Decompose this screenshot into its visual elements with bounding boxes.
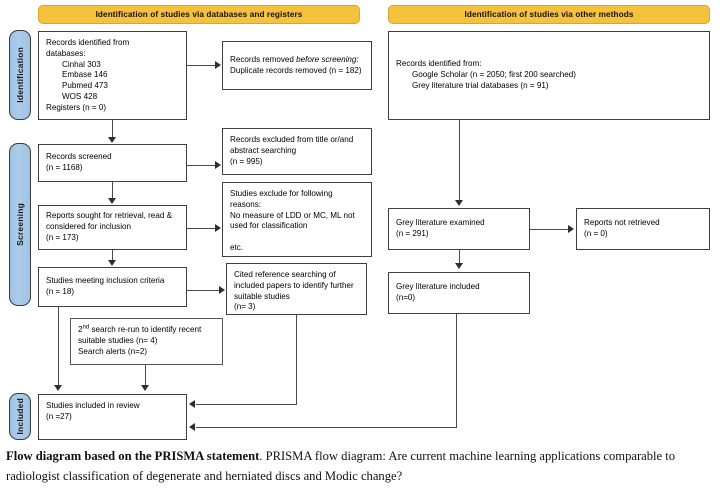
section-header-databases-registers: Identification of studies via databases … — [38, 5, 360, 24]
records-identified-registers: Registers (n = 0) — [46, 102, 107, 112]
caption-rest: . PRISMA flow diagram: Are current machi… — [6, 449, 676, 484]
records-screened-label: Records screened — [46, 152, 112, 162]
arrowhead-sought-to-meeting — [108, 260, 116, 266]
arrowhead-other-to-grey-examined — [455, 200, 463, 206]
box-records-excluded: Records excluded from title or/and abstr… — [222, 128, 372, 175]
reports-sought-text: Reports sought for retrieval, read & con… — [46, 211, 172, 232]
reports-not-retrieved-count: (n = 0) — [584, 229, 608, 238]
second-search-sup-mark: nd — [82, 324, 90, 331]
records-removed-pre: Records removed — [230, 54, 297, 64]
studies-excluded-line2: No measure of LDD or MC, ML not used for… — [230, 210, 355, 231]
arrowhead-second-search-to-included — [141, 385, 149, 391]
box-records-removed: Records removed before screening: Duplic… — [222, 41, 372, 90]
connector-cited-vertical — [296, 315, 298, 405]
records-identified-line1: Records identified from — [46, 38, 130, 47]
arrowhead-meeting-to-cited — [219, 286, 225, 294]
source-pubmed: Pubmed 473 — [62, 81, 108, 90]
records-removed-italic: before screening — [296, 54, 357, 64]
box-studies-included-in-review: Studies included in review(n =27) — [38, 394, 187, 440]
studies-meeting-label: Studies meeting inclusion criteria — [46, 276, 165, 286]
section-header-other-methods: Identification of studies via other meth… — [388, 5, 710, 24]
arrowhead-screened-to-sought — [108, 198, 116, 204]
studies-meeting-count: (n = 18) — [46, 287, 75, 296]
arrowhead-sought-to-studies-excluded — [215, 224, 221, 232]
records-excluded-text: Records excluded from title or/and abstr… — [230, 135, 354, 155]
box-studies-excluded: Studies exclude for following reasons:No… — [222, 182, 372, 257]
arrowhead-grey-included-to-studies-included — [189, 423, 195, 431]
connector-grey-examined-to-included — [459, 250, 461, 264]
caption-bold-lead: Flow diagram based on the PRISMA stateme… — [6, 449, 260, 463]
connector-meeting-to-cited — [187, 290, 220, 292]
box-reports-not-retrieved: Reports not retrieved(n = 0) — [576, 208, 710, 250]
connector-second-search-to-included — [145, 365, 147, 386]
reports-sought-count: (n = 173) — [46, 232, 79, 242]
arrowhead-screened-to-excluded — [215, 161, 221, 169]
box-records-identified-other: Records identified from:Google Scholar (… — [388, 31, 710, 120]
box-second-search: 2nd search re-run to identify recent sui… — [70, 318, 223, 365]
arrowhead-cited-to-included — [189, 400, 195, 408]
cited-reference-count: (n= 3) — [234, 302, 256, 312]
stage-label-included: Included — [15, 398, 25, 435]
grey-included-count: (n=0) — [396, 293, 416, 302]
grey-examined-label: Grey literature examined — [396, 218, 485, 228]
second-search-line2: Search alerts (n=2) — [78, 346, 148, 356]
grey-included-label: Grey literature included — [396, 282, 480, 292]
records-other-line1: Records identified from: — [396, 59, 482, 69]
reports-not-retrieved-label: Reports not retrieved — [584, 218, 660, 228]
second-search-line1: search re-run to identify recent suitabl… — [78, 325, 202, 346]
arrowhead-grey-examined-to-not-retrieved — [568, 225, 574, 233]
prisma-flow-diagram: Identification Screening Included Identi… — [9, 5, 710, 440]
connector-grey-examined-to-not-retrieved — [530, 229, 569, 231]
stage-pill-screening: Screening — [9, 143, 31, 306]
stage-pill-included: Included — [9, 393, 31, 440]
section-header-other-label: Identification of studies via other meth… — [464, 10, 634, 19]
studies-included-count: (n =27) — [46, 411, 72, 421]
source-wos: WOS 428 — [62, 91, 98, 101]
source-cinhal: Cinhal 303 — [62, 59, 101, 69]
connector-cited-horizontal — [196, 404, 296, 406]
arrowhead-grey-examined-to-grey-included — [455, 263, 463, 269]
box-grey-literature-included: Grey literature included(n=0) — [388, 272, 530, 314]
cited-reference-text: Cited reference searching of included pa… — [234, 270, 354, 301]
connector-grey-included-vertical — [456, 314, 458, 428]
connector-meeting-to-included — [58, 307, 60, 386]
connector-identified-to-screened — [112, 120, 114, 138]
arrowhead-identified-to-removed — [215, 61, 221, 69]
box-records-screened: Records screened(n = 1168) — [38, 144, 187, 182]
records-identified-line2: databases: — [46, 48, 86, 58]
studies-excluded-line1: Studies exclude for following reasons: — [230, 189, 333, 209]
stage-pill-identification: Identification — [9, 30, 31, 120]
arrowhead-identified-to-screened — [108, 137, 116, 143]
connector-other-to-grey-examined — [459, 120, 461, 200]
grey-examined-count: (n = 291) — [396, 229, 429, 238]
connector-sought-to-meeting — [112, 250, 114, 261]
source-embase: Embase 146 — [62, 70, 108, 80]
connector-sought-to-studies-excluded — [187, 228, 216, 230]
arrowhead-meeting-to-included — [54, 385, 62, 391]
studies-included-label: Studies included in review — [46, 401, 140, 410]
records-other-grey-databases: Grey literature trial databases (n = 91) — [412, 80, 549, 90]
box-studies-meeting-criteria: Studies meeting inclusion criteria(n = 1… — [38, 267, 187, 307]
figure-caption: Flow diagram based on the PRISMA stateme… — [6, 446, 712, 487]
connector-identified-to-removed — [187, 65, 216, 67]
records-screened-count: (n = 1168) — [46, 163, 83, 172]
box-reports-sought: Reports sought for retrieval, read & con… — [38, 205, 187, 250]
section-header-databases-label: Identification of studies via databases … — [95, 10, 303, 19]
second-search-sup-base: 2 — [78, 325, 83, 335]
records-excluded-count: (n = 995) — [230, 156, 263, 166]
box-grey-literature-examined: Grey literature examined(n = 291) — [388, 208, 530, 250]
connector-screened-to-sought — [112, 182, 114, 198]
connector-screened-to-excluded — [187, 165, 216, 167]
stage-label-identification: Identification — [15, 47, 25, 103]
box-cited-reference-searching: Cited reference searching of included pa… — [226, 263, 367, 315]
studies-excluded-line3: etc. — [230, 242, 244, 252]
stage-label-screening: Screening — [15, 203, 25, 246]
records-other-google-scholar: Google Scholar (n = 2050; first 200 sear… — [412, 70, 576, 80]
connector-grey-included-horizontal — [196, 427, 456, 429]
records-removed-post: : Duplicate records removed (n = 182) — [230, 54, 362, 75]
